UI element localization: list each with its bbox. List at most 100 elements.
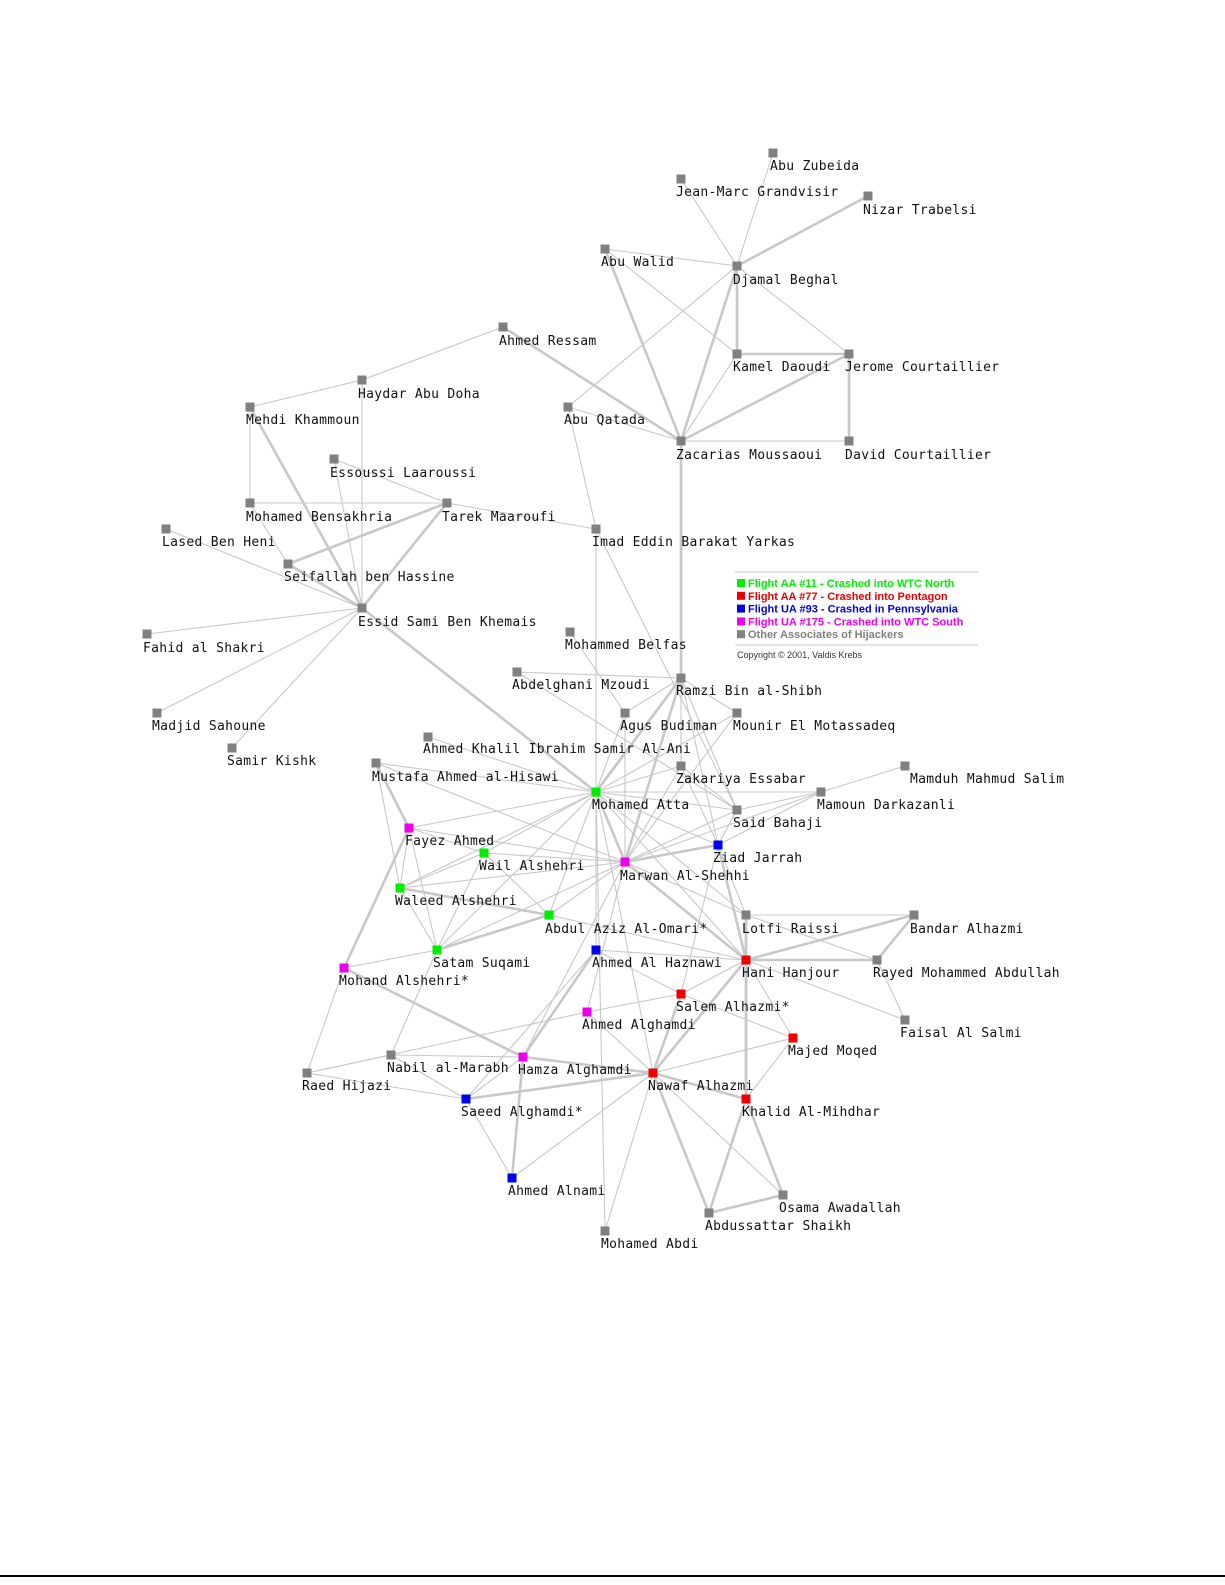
legend-label: Other Associates of Hijackers xyxy=(748,629,904,641)
flight-ua93-marker xyxy=(461,1094,471,1104)
edge-mohamed_atta-waleed xyxy=(399,791,597,889)
node-label: Djamal Beghal xyxy=(733,273,839,288)
node-label: Lotfi Raissi xyxy=(742,922,840,937)
edge-hani-faisal xyxy=(745,959,906,1021)
edge-haydar-mehdi xyxy=(249,379,363,408)
flight-aa77-marker xyxy=(741,955,751,965)
edge-djamal-abu_qatada xyxy=(567,265,738,408)
page-bottom-rule xyxy=(0,1575,1225,1577)
legend-label: Flight UA #93 - Crashed in Pennsylvania xyxy=(748,604,959,616)
edge-said-mohamed_atta xyxy=(595,791,738,811)
edge-wail-waleed xyxy=(399,852,485,889)
node-label: Ramzi Bin al-Shibh xyxy=(676,684,822,699)
node-label: Waleed Alshehri xyxy=(395,894,517,909)
edge-khalid-osama xyxy=(744,1098,785,1196)
edge-marwan-lotfi xyxy=(624,861,747,916)
node-abdelghani: Abdelghani Mzoudi xyxy=(512,667,650,693)
node-label: Haydar Abu Doha xyxy=(358,387,480,402)
flight-aa77-marker xyxy=(741,1094,751,1104)
edge-fahid-essid xyxy=(146,607,363,635)
edge-mustafa-fayez xyxy=(374,762,411,829)
edge-nizar-djamal xyxy=(736,194,869,268)
flight-aa11-marker xyxy=(591,787,601,797)
node-david: David Courtaillier xyxy=(844,436,991,463)
edge-mounir-mohamed_atta xyxy=(595,712,738,793)
node-label: Kamel Daoudi xyxy=(733,360,831,375)
edge-abu_walid-djamal xyxy=(604,248,738,267)
node-madjid: Madjid Sahoune xyxy=(152,708,266,734)
edge-wail-satam xyxy=(436,852,485,951)
edge-essid-mohamed_atta xyxy=(361,606,597,794)
associate-marker xyxy=(900,761,910,771)
node-label: Nabil al-Marabh xyxy=(387,1061,509,1076)
edge-mamoun-ziad xyxy=(717,791,822,846)
node-mohamed-bensakhria: Mohamed Bensakhria xyxy=(245,498,392,525)
node-label: Faisal Al Salmi xyxy=(900,1026,1022,1041)
flight-aa11-marker xyxy=(395,883,405,893)
edge-abu_qatada-zacarias xyxy=(567,406,682,442)
node-label: Seifallah ben Hassine xyxy=(284,570,455,585)
associate-marker xyxy=(844,436,854,446)
edge-essoussi-tarek xyxy=(333,458,448,504)
legend-copyright: Copyright © 2001, Valdis Krebs xyxy=(737,650,863,660)
edge-essoussi-essid xyxy=(333,458,363,609)
edges-layer xyxy=(146,152,916,1232)
legend-item-flight-aa77: Flight AA #77 - Crashed into Pentagon xyxy=(737,591,948,603)
node-salem: Salem Alhazmi* xyxy=(676,989,790,1015)
edge-lotfi-rayed xyxy=(745,914,878,961)
node-label: Mohamed Bensakhria xyxy=(246,510,392,525)
associate-marker xyxy=(245,402,255,412)
node-label: Bandar Alhazmi xyxy=(910,922,1024,937)
edge-said-ziad xyxy=(717,809,738,846)
edge-ahmed_khalil-mohamed_atta xyxy=(427,736,597,793)
edge-salem-ahmed_alghamdi xyxy=(586,993,682,1013)
associate-marker xyxy=(591,524,601,534)
node-haydar: Haydar Abu Doha xyxy=(357,375,480,402)
flight-aa11-marker xyxy=(432,945,442,955)
node-mohammed-belfas: Mohammed Belfas xyxy=(565,627,687,653)
legend-label: Flight UA #175 - Crashed into WTC South xyxy=(748,616,964,628)
associate-marker xyxy=(844,349,854,359)
node-ahmed-ressam: Ahmed Ressam xyxy=(498,322,596,349)
edge-hamza-saeed xyxy=(465,1056,524,1100)
associate-marker xyxy=(676,174,686,184)
edge-hamza-ahmed_alnami xyxy=(510,1056,525,1179)
edge-ramzi-agus xyxy=(624,677,682,714)
associate-marker xyxy=(357,603,367,613)
edge-ramzi-marwan xyxy=(623,677,683,863)
edge-nawaf-khalid xyxy=(652,1071,747,1101)
edge-ramzi-said xyxy=(680,677,738,811)
legend-swatch xyxy=(737,617,745,626)
edge-hani-bandar xyxy=(745,913,915,962)
edge-marwan-abdul_aziz xyxy=(548,861,626,916)
flight-aa11-marker xyxy=(479,848,489,858)
edge-waleed-satam xyxy=(399,887,438,951)
node-label: Mohammed Belfas xyxy=(565,638,687,653)
node-lased: Lased Ben Heni xyxy=(161,524,275,550)
node-wail: Wail Alshehri xyxy=(479,848,584,874)
associate-marker xyxy=(512,667,522,677)
node-mamoun: Mamoun Darkazanli xyxy=(816,787,955,813)
node-mamduh: Mamduh Mahmud Salim xyxy=(900,761,1064,787)
edge-mustafa-mohamed_atta xyxy=(375,762,597,793)
node-ahmed-khalil: Ahmed Khalil Ibrahim Samir Al-Ani xyxy=(423,732,691,757)
edge-tarek-imad xyxy=(446,502,597,530)
node-agus: Agus Budiman xyxy=(620,708,717,734)
edge-nawaf-saeed xyxy=(465,1071,654,1101)
node-label: Salem Alhazmi* xyxy=(676,1000,790,1015)
edge-marwan-satam xyxy=(436,861,626,951)
associate-marker xyxy=(498,322,508,332)
edge-ramzi-mohamed_atta xyxy=(594,677,683,793)
edge-mounir-marwan xyxy=(624,712,738,863)
edge-ramzi-mounir xyxy=(680,677,738,714)
node-said: Said Bahaji xyxy=(732,805,822,831)
edge-satam-abdul_aziz xyxy=(436,913,550,952)
node-label: Osama Awadallah xyxy=(779,1201,901,1216)
edge-tarek-seifallah xyxy=(287,501,448,566)
associate-marker xyxy=(676,761,686,771)
node-satam: Satam Suqami xyxy=(432,945,530,971)
edge-ramzi-ziad xyxy=(680,677,719,846)
node-label: Madjid Sahoune xyxy=(152,719,266,734)
edge-abdelghani-ramzi xyxy=(516,671,682,679)
flight-aa11-marker xyxy=(544,910,554,920)
